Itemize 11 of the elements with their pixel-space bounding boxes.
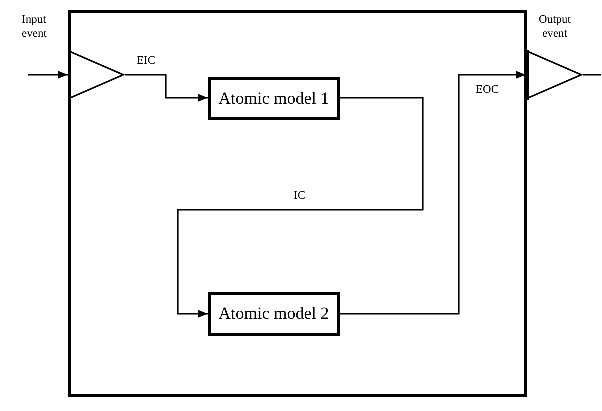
port-label: Output event: [538, 13, 572, 42]
port-label: Input event: [22, 13, 48, 42]
connector-arrow: [125, 74, 208, 102]
connector-arrow: [177, 97, 424, 318]
atomic-model-box: Atomic model 2: [208, 292, 340, 336]
port-triangle: [68, 50, 125, 100]
connector-arrow: [28, 71, 68, 79]
connector-arrow: [340, 71, 526, 315]
port-triangle: [526, 50, 583, 100]
atomic-model-box: Atomic model 1: [208, 77, 340, 120]
coupled-model-frame: [68, 10, 527, 397]
